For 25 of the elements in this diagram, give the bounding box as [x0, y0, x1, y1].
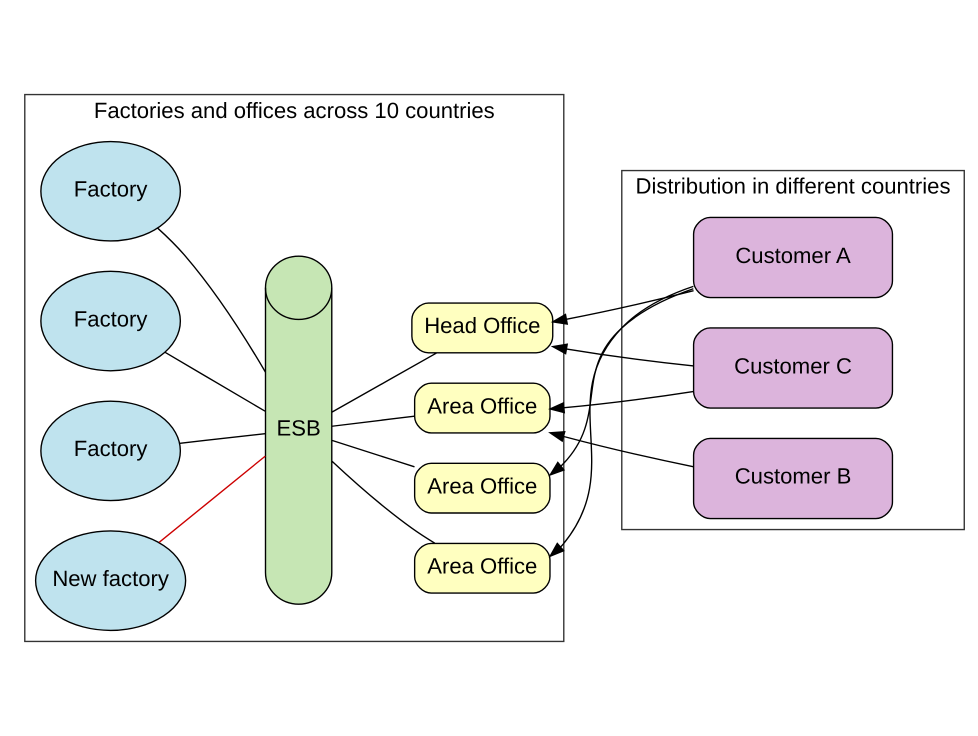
arrow [550, 290, 694, 325]
node-box: Customer A [692, 216, 894, 298]
arrow [548, 288, 694, 476]
node-ellipse: Factory [40, 140, 182, 242]
node-box: Area Office [414, 542, 551, 594]
node-box: Area Office [414, 382, 551, 434]
connector [180, 433, 266, 444]
node-box: Customer B [692, 438, 894, 520]
connector [332, 415, 415, 427]
node-ellipse: New factory [34, 530, 186, 632]
connector [158, 456, 266, 543]
node-ellipse: Factory [40, 400, 182, 502]
arrow [548, 286, 694, 558]
connector [332, 352, 437, 413]
arrow [550, 343, 694, 367]
node-box: Area Office [414, 462, 551, 514]
connector [157, 228, 266, 372]
arrow [548, 390, 694, 414]
node-ellipse: Factory [40, 270, 182, 372]
connector [331, 460, 436, 544]
connector [332, 440, 415, 468]
node-box: Head Office [411, 302, 554, 354]
arrow [548, 430, 694, 468]
node-box: Customer C [692, 327, 894, 409]
connector [164, 352, 266, 412]
